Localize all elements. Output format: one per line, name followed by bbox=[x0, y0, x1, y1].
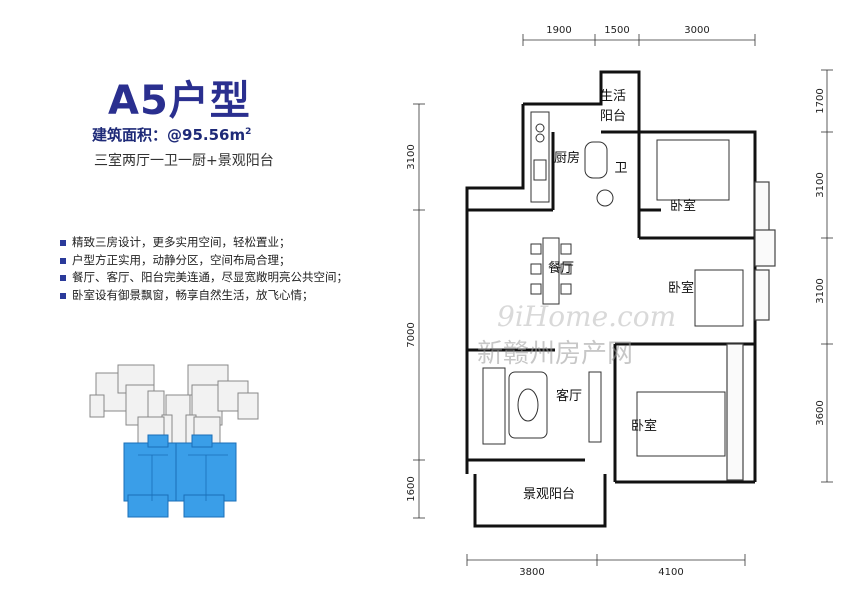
room-label-bedroom-2: 卧室 bbox=[668, 280, 694, 296]
walls bbox=[465, 70, 757, 528]
feature-list: 精致三房设计，更多实用空间，轻松置业； 户型方正实用，动静分区，空间布局合理； … bbox=[60, 234, 348, 304]
room-label-living: 客厅 bbox=[556, 388, 582, 404]
dining-table bbox=[542, 237, 560, 305]
sofa bbox=[482, 367, 506, 445]
coffee-table bbox=[508, 371, 548, 439]
bay-windows bbox=[726, 181, 776, 481]
tv-cabinet bbox=[588, 371, 602, 443]
bathroom-tub bbox=[584, 141, 608, 179]
dimension-top-1: 1900 bbox=[546, 25, 571, 36]
dimension-right-3: 3100 bbox=[815, 278, 826, 303]
dimension-bottom-2: 4100 bbox=[658, 567, 683, 578]
dimension-top-3: 3000 bbox=[684, 25, 709, 36]
room-label-kitchen: 厨房 bbox=[554, 150, 580, 166]
dimension-left-3: 1600 bbox=[406, 476, 417, 501]
floor-area: 建筑面积：@95.56m2 bbox=[92, 124, 251, 145]
layout-summary: 三室两厅一卫一厨+景观阳台 bbox=[94, 153, 274, 169]
feature-item: 精致三房设计，更多实用空间，轻松置业； bbox=[60, 234, 348, 252]
area-value: 95.56m bbox=[182, 126, 246, 144]
dimension-left-2: 7000 bbox=[406, 322, 417, 347]
dimension-lines bbox=[413, 34, 833, 566]
dimension-left-1: 3100 bbox=[406, 144, 417, 169]
bed-2 bbox=[694, 269, 744, 327]
watermark-cjk: 新赣州房产网 bbox=[477, 339, 633, 369]
bed-1 bbox=[656, 139, 730, 201]
area-unit-superscript: 2 bbox=[245, 127, 252, 137]
room-label-bathroom: 卫 bbox=[614, 161, 627, 176]
feature-item: 卧室设有御景飘窗，畅享自然生活，放飞心情； bbox=[60, 287, 348, 305]
feature-item: 餐厅、客厅、阳台完美连通，尽显宽敞明亮公共空间； bbox=[60, 269, 348, 287]
bed-3 bbox=[636, 391, 726, 457]
room-label-service-balcony: 生活 bbox=[600, 89, 626, 104]
area-label: 建筑面积： bbox=[92, 126, 168, 144]
highlighted-unit bbox=[123, 434, 237, 518]
dimension-bottom-1: 3800 bbox=[519, 567, 544, 578]
site-key-plan bbox=[89, 364, 259, 518]
floor-plan: 1900 1500 3000 3800 4100 3100 7000 1600 … bbox=[406, 25, 833, 578]
area-symbol: @ bbox=[167, 126, 183, 144]
dimension-right-4: 3600 bbox=[815, 400, 826, 425]
plan-title: A5户型 bbox=[108, 78, 251, 124]
watermark-latin: 9iHome.com bbox=[497, 300, 676, 333]
room-label-service-balcony-2: 阳台 bbox=[600, 109, 626, 124]
room-label-bedroom-3: 卧室 bbox=[631, 418, 657, 434]
feature-item: 户型方正实用，动静分区，空间布局合理； bbox=[60, 252, 348, 270]
dimension-top-2: 1500 bbox=[604, 25, 629, 36]
toilet bbox=[596, 189, 614, 207]
dimension-right-1: 1700 bbox=[815, 88, 826, 113]
room-label-view-balcony: 景观阳台 bbox=[523, 487, 575, 502]
dimension-right-2: 3100 bbox=[815, 172, 826, 197]
room-label-dining: 餐厅 bbox=[548, 260, 574, 276]
room-label-bedroom-1: 卧室 bbox=[670, 198, 696, 214]
furniture bbox=[482, 111, 744, 457]
